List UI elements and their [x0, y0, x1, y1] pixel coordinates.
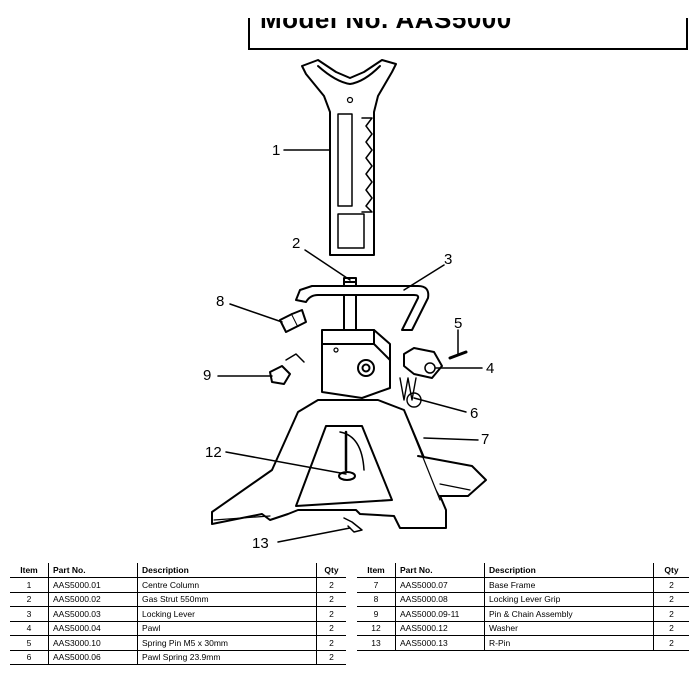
cell-qty: 2: [653, 592, 689, 607]
callout-7: 7: [481, 431, 489, 448]
cell-part-no: AAS3000.10: [48, 635, 138, 651]
cell-part-no: AAS5000.13: [395, 635, 485, 651]
header-part-no: Part No.: [395, 563, 485, 578]
parts-table-right: Item Part No. Description Qty 7 AAS5000.…: [357, 563, 689, 651]
callout-2: 2: [292, 235, 300, 252]
leader-lines: [217, 149, 483, 543]
cell-description: Washer: [484, 621, 654, 636]
table-header-row: Item Part No. Description Qty: [10, 563, 346, 578]
centre-column: [301, 59, 397, 256]
cell-part-no: AAS5000.07: [395, 577, 485, 593]
callout-9: 9: [203, 367, 211, 384]
head-block: [321, 329, 391, 399]
parts-table-left: Item Part No. Description Qty 1 AAS5000.…: [10, 563, 346, 665]
cell-qty: 2: [653, 621, 689, 636]
exploded-diagram: 1 2 3 4 5 6 7 8 9 12 13: [203, 59, 494, 552]
pin-chain-assembly: [269, 353, 305, 385]
callout-8: 8: [216, 293, 224, 310]
header-item: Item: [357, 563, 396, 578]
cell-description: Pawl: [137, 621, 317, 636]
callout-4: 4: [486, 360, 494, 377]
callout-numbers: 1 2 3 4 5 6 7 8 9 12 13: [203, 142, 494, 552]
cell-part-no: AAS5000.03: [48, 606, 138, 622]
cell-qty: 2: [316, 621, 346, 636]
base-frame: [211, 399, 487, 529]
cell-part-no: AAS5000.09-11: [395, 606, 485, 622]
cell-description: Locking Lever: [137, 606, 317, 622]
table-row: 13 AAS5000.13 R-Pin 2: [357, 635, 689, 651]
cell-item: 3: [10, 606, 49, 622]
cell-qty: 2: [653, 606, 689, 622]
table-row: 7 AAS5000.07 Base Frame 2: [357, 577, 689, 593]
cell-description: R-Pin: [484, 635, 654, 651]
cell-part-no: AAS5000.12: [395, 621, 485, 636]
cell-description: Pawl Spring 23.9mm: [137, 650, 317, 665]
table-row: 4 AAS5000.04 Pawl 2: [10, 621, 346, 636]
callout-12: 12: [205, 444, 222, 461]
locking-lever: [295, 285, 430, 331]
cell-item: 1: [10, 577, 49, 593]
pawl-spring: [399, 377, 422, 408]
table-row: 2 AAS5000.02 Gas Strut 550mm 2: [10, 592, 346, 607]
cell-item: 13: [357, 635, 396, 651]
cell-qty: 2: [316, 635, 346, 651]
r-pin: [343, 517, 363, 533]
model-title-box: Model No. AAS5000: [248, 18, 688, 50]
table-row: 3 AAS5000.03 Locking Lever 2: [10, 606, 346, 622]
cell-qty: 2: [316, 592, 346, 607]
cell-part-no: AAS5000.02: [48, 592, 138, 607]
table-row: 6 AAS5000.06 Pawl Spring 23.9mm 2: [10, 650, 346, 665]
cell-description: Base Frame: [484, 577, 654, 593]
cell-description: Gas Strut 550mm: [137, 592, 317, 607]
cell-qty: 2: [316, 606, 346, 622]
callout-1: 1: [272, 142, 280, 159]
cell-description: Centre Column: [137, 577, 317, 593]
cell-description: Spring Pin M5 x 30mm: [137, 635, 317, 651]
cell-part-no: AAS5000.06: [48, 650, 138, 665]
callout-6: 6: [470, 405, 478, 422]
header-description: Description: [137, 563, 317, 578]
header-item: Item: [10, 563, 49, 578]
table-row: 1 AAS5000.01 Centre Column 2: [10, 577, 346, 593]
cell-description: Pin & Chain Assembly: [484, 606, 654, 622]
header-description: Description: [484, 563, 654, 578]
table-row: 5 AAS3000.10 Spring Pin M5 x 30mm 2: [10, 635, 346, 651]
cell-item: 9: [357, 606, 396, 622]
cell-description: Locking Lever Grip: [484, 592, 654, 607]
cell-item: 2: [10, 592, 49, 607]
table-row: 9 AAS5000.09-11 Pin & Chain Assembly 2: [357, 606, 689, 622]
cell-item: 5: [10, 635, 49, 651]
header-part-no: Part No.: [48, 563, 138, 578]
callout-5: 5: [454, 315, 462, 332]
cell-item: 12: [357, 621, 396, 636]
cell-part-no: AAS5000.04: [48, 621, 138, 636]
pawl: [403, 347, 443, 379]
header-qty: Qty: [653, 563, 689, 578]
table-header-row: Item Part No. Description Qty: [357, 563, 689, 578]
table-row: 12 AAS5000.12 Washer 2: [357, 621, 689, 636]
cell-item: 8: [357, 592, 396, 607]
table-row: 8 AAS5000.08 Locking Lever Grip 2: [357, 592, 689, 607]
cell-qty: 2: [653, 635, 689, 651]
cell-item: 6: [10, 650, 49, 665]
cell-part-no: AAS5000.01: [48, 577, 138, 593]
cell-qty: 2: [316, 650, 346, 665]
cell-qty: 2: [316, 577, 346, 593]
callout-13: 13: [252, 535, 269, 552]
locking-lever-grip: [279, 309, 307, 333]
cell-item: 7: [357, 577, 396, 593]
header-qty: Qty: [316, 563, 346, 578]
cell-part-no: AAS5000.08: [395, 592, 485, 607]
cell-qty: 2: [653, 577, 689, 593]
callout-3: 3: [444, 251, 452, 268]
model-title: Model No. AAS5000: [260, 18, 512, 34]
cell-item: 4: [10, 621, 49, 636]
